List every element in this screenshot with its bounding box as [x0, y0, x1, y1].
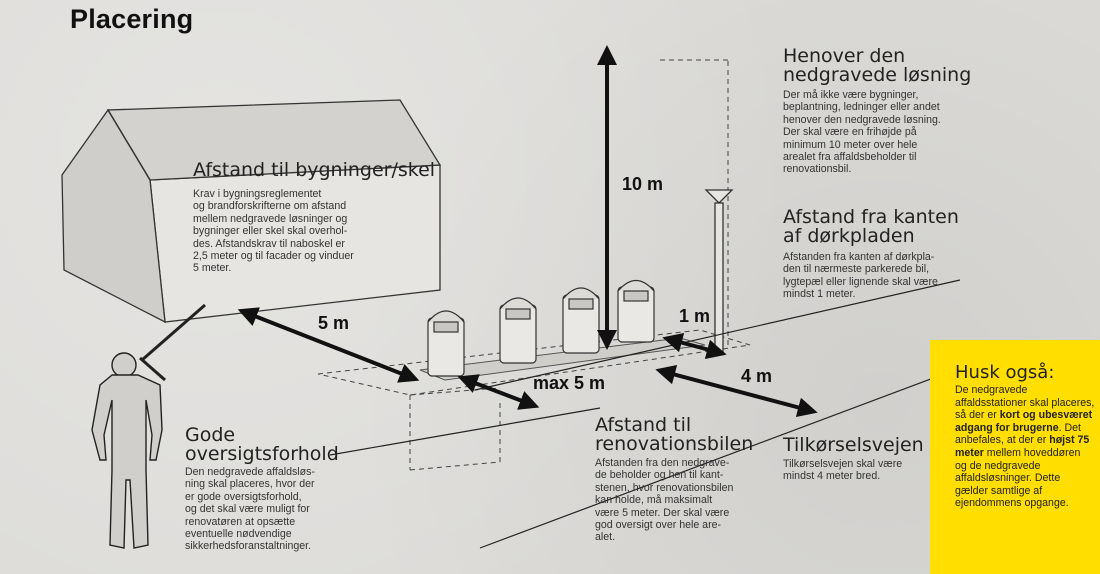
overhead-body: Der må ikke være bygninger, beplantning,…: [783, 89, 941, 176]
note-text-part: . Det anbefales, at der er: [955, 421, 1081, 447]
container-2: [499, 297, 537, 364]
dimension-arrows: [237, 45, 818, 418]
note-text-part: mellem hoveddøren og de nedgravede affal…: [955, 446, 1081, 510]
overview-heading: Gode oversigtsforhold: [185, 424, 339, 465]
container-3: [562, 287, 600, 354]
page-title: Placering: [70, 4, 194, 34]
ground-plan: [317, 59, 751, 471]
truck-body: Afstanden fra den nedgrave- de beholder …: [595, 457, 734, 544]
buildings-heading: Afstand til bygninger/skel: [193, 159, 436, 181]
truck-distance-label: max 5 m: [533, 373, 606, 393]
sightline: [141, 303, 206, 362]
sightline-base: [139, 356, 166, 382]
note-text-part: kort og ubesværet adgang for brugerne: [955, 409, 1093, 434]
curb-distance-label: 1 m: [679, 306, 711, 326]
overview-body: Den nedgravede affaldsløs- ning skal pla…: [185, 466, 315, 553]
container-4: [617, 279, 655, 343]
note-heading: Husk også:: [955, 362, 1055, 383]
person-icon: [91, 352, 163, 549]
truck-heading: Afstand til renovationsbilen: [595, 414, 754, 455]
height-label: 10 m: [622, 174, 664, 194]
house-icon: [61, 99, 442, 324]
container-1: [427, 310, 465, 377]
access-body: Tilkørselsvejen skal være mindst 4 meter…: [783, 458, 903, 483]
note-box: [930, 340, 1100, 574]
curb-body: Afstanden fra kanten af dørkpla- den til…: [783, 251, 938, 301]
overhead-heading: Henover den nedgravede løsning: [783, 45, 972, 86]
buildings-body: Krav i bygningsreglementet og brandforsk…: [193, 188, 354, 275]
note-body: De nedgravede affaldsstationer skal plac…: [955, 384, 1095, 510]
note-text-part: højst 75 meter: [955, 434, 1090, 459]
building-distance-label: 5 m: [318, 313, 350, 333]
note-text-part: De nedgravede affaldsstationer skal plac…: [955, 384, 1095, 422]
access-heading: Tilkørselsvejen: [783, 434, 924, 456]
curb-heading: Afstand fra kanten af dørkpladen: [783, 206, 959, 247]
road-width-label: 4 m: [741, 366, 773, 386]
